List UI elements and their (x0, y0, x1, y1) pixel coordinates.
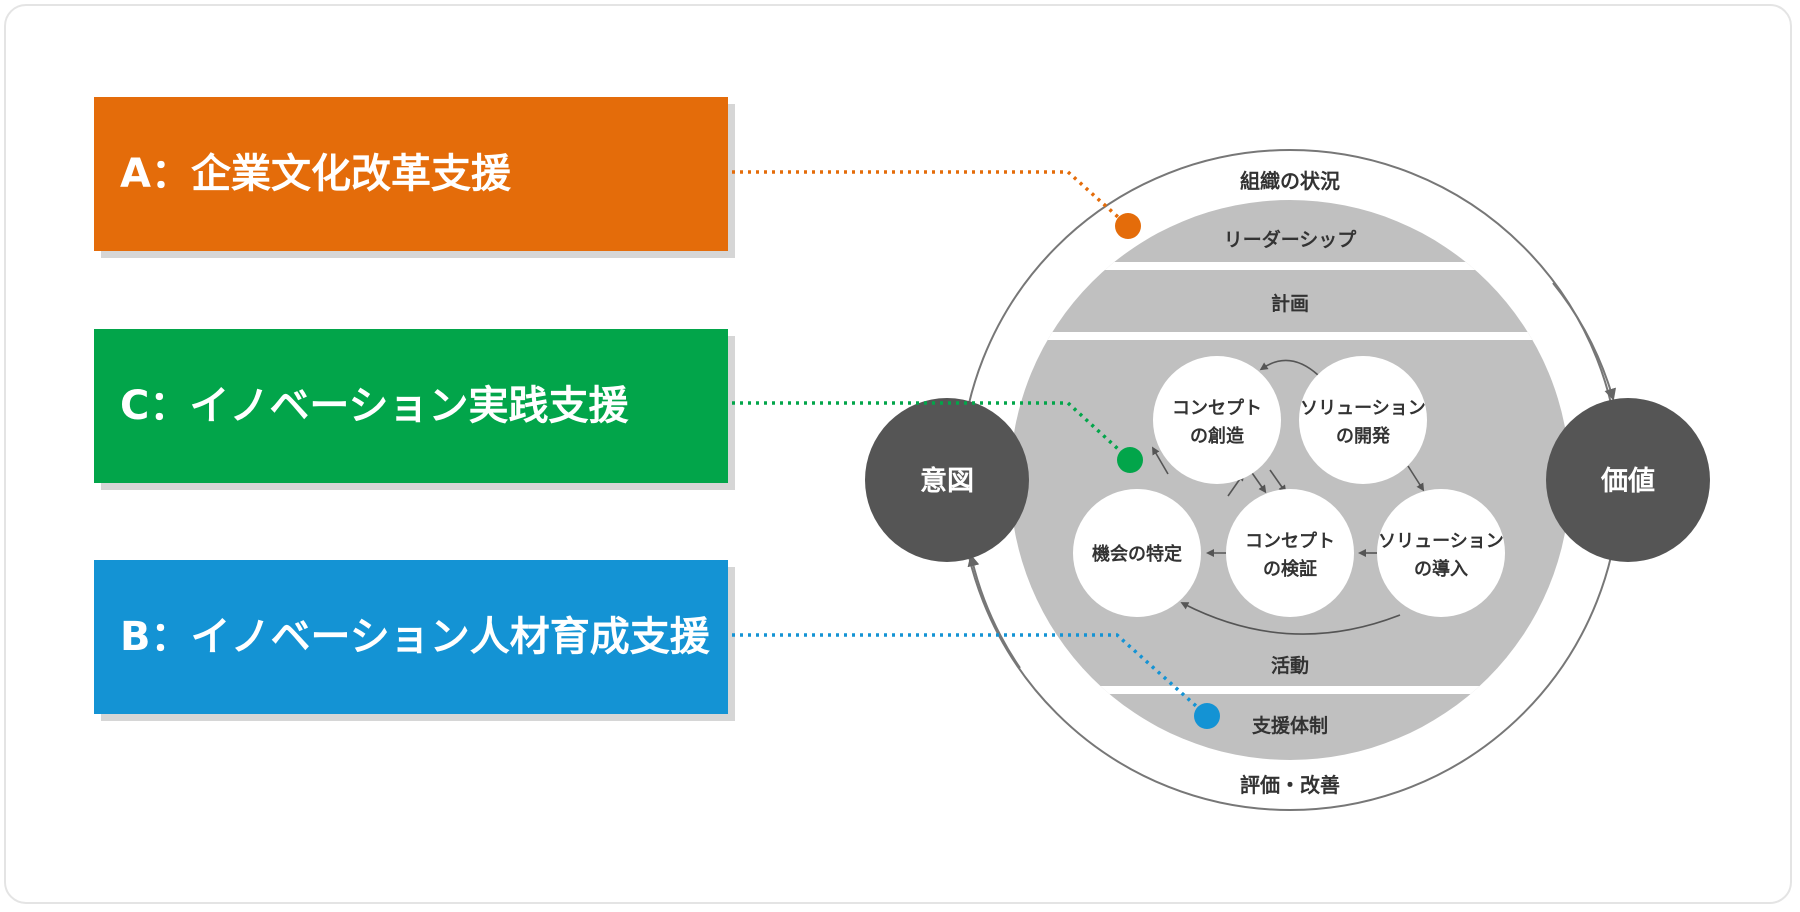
process-solution-development: ソリューション の開発 (1299, 356, 1427, 484)
connector-a-dot (1115, 213, 1141, 239)
connector-b (732, 633, 1207, 716)
value-node (1546, 398, 1710, 562)
support-box-c: C：イノベーション実践支援 (94, 329, 728, 483)
value-label: 価値 (1600, 466, 1655, 497)
svg-text:の検証: の検証 (1263, 558, 1317, 580)
process-opportunity: 機会の特定 (1073, 489, 1201, 617)
intent-label: 意図 (920, 465, 974, 497)
process-concept-creation: コンセプト の創造 (1153, 356, 1281, 484)
svg-text:の開発: の開発 (1336, 425, 1391, 447)
process-concept-verification: コンセプト の検証 (1226, 489, 1354, 617)
layer-leadership: リーダーシップ (1224, 228, 1358, 251)
support-box-a: A：企業文化改革支援 (94, 97, 728, 251)
layer-plan: 計画 (1271, 292, 1309, 315)
layer-activity: 活動 (1271, 654, 1309, 677)
svg-text:機会の特定: 機会の特定 (1092, 543, 1182, 565)
process-arrows (1151, 359, 1425, 635)
svg-text:ソリューション: ソリューション (1378, 531, 1504, 552)
svg-text:の創造: の創造 (1190, 425, 1244, 447)
connector-c-dot (1117, 447, 1143, 473)
connector-a (732, 170, 1130, 228)
arrow-to-value (1552, 282, 1617, 401)
support-box-b: B：イノベーション人材育成支援 (94, 560, 728, 714)
svg-text:コンセプト: コンセプト (1245, 530, 1335, 552)
svg-text:ソリューション: ソリューション (1300, 398, 1426, 419)
arrow-to-intent (967, 554, 1021, 669)
layer-disc (1010, 200, 1570, 760)
label-org-status: 組織の状況 (1240, 169, 1340, 193)
label-evaluation: 評価・改善 (1240, 773, 1340, 797)
connector-b-dot (1194, 703, 1220, 729)
svg-text:の導入: の導入 (1414, 558, 1468, 580)
svg-text:コンセプト: コンセプト (1172, 397, 1262, 419)
intent-node (865, 398, 1029, 562)
process-solution-introduction: ソリューション の導入 (1377, 489, 1505, 617)
layer-support-system: 支援体制 (1251, 714, 1328, 737)
connector-c (732, 401, 1132, 462)
